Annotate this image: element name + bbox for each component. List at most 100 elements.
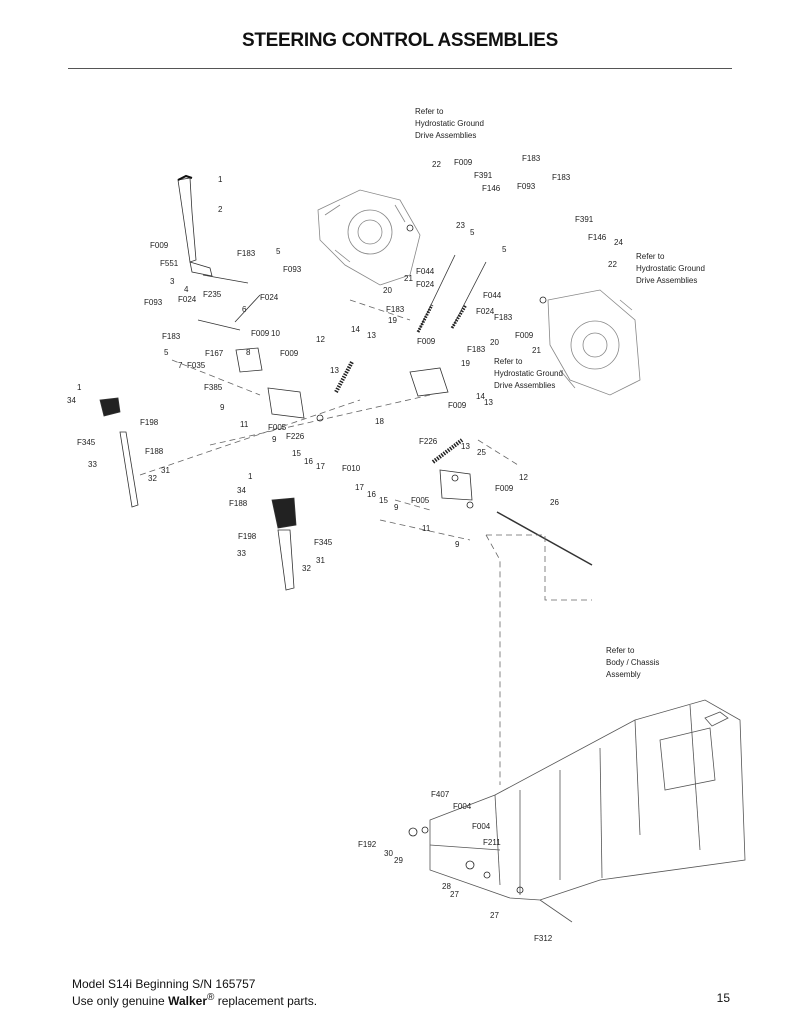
hardware-markers — [316, 224, 547, 894]
callout: 12 — [316, 335, 325, 344]
notice-suffix: replacement parts. — [214, 994, 318, 1008]
callout: F198 — [238, 532, 257, 541]
ref-line: Hydrostatic Ground — [415, 119, 484, 128]
callout: F391 — [575, 215, 594, 224]
callout: F226 — [286, 432, 305, 441]
callout: F009 — [280, 349, 299, 358]
callout: 17 — [316, 462, 325, 471]
callout: 15 — [292, 449, 301, 458]
ref-hydrostatic-mid: Refer to Hydrostatic Ground Drive Assemb… — [494, 357, 563, 390]
ref-line: Refer to — [415, 107, 444, 116]
callout: 31 — [316, 556, 325, 565]
callout: 1 — [77, 383, 82, 392]
callout: 7 — [178, 361, 183, 370]
diagram-artwork — [99, 174, 746, 923]
callout: F183 — [386, 305, 405, 314]
lap-bar-center — [271, 497, 297, 591]
callout: 20 — [383, 286, 392, 295]
callout: F183 — [237, 249, 256, 258]
callout: F035 — [187, 361, 206, 370]
callout: F312 — [534, 934, 553, 943]
ref-line: Hydrostatic Ground — [494, 369, 563, 378]
callout: F004 — [472, 822, 491, 831]
callout: 23 — [456, 221, 465, 230]
callout: 11 — [240, 420, 249, 429]
callout: F024 — [178, 295, 197, 304]
callout: 27 — [490, 911, 499, 920]
callout: 9 — [394, 503, 399, 512]
notice-prefix: Use only genuine — [72, 994, 169, 1008]
footer: Model S14i Beginning S/N 165757 Use only… — [72, 977, 317, 1008]
callout: 4 — [184, 285, 189, 294]
lap-bar-left — [99, 397, 139, 508]
callout: 6 — [242, 305, 247, 314]
callout: F188 — [229, 499, 248, 508]
callout: 22 — [432, 160, 441, 169]
callout: 13 — [461, 442, 470, 451]
callout: F044 — [416, 267, 435, 276]
callout: F407 — [431, 790, 450, 799]
callout: 11 — [422, 524, 431, 533]
registered-mark: ® — [206, 992, 215, 1003]
ref-line: Drive Assemblies — [636, 276, 697, 285]
ref-line: Drive Assemblies — [494, 381, 555, 390]
callout: 24 — [614, 238, 623, 247]
callout: F024 — [260, 293, 279, 302]
callout: F183 — [494, 313, 513, 322]
page-title: STEERING CONTROL ASSEMBLIES — [242, 30, 558, 51]
control-rods — [197, 254, 593, 566]
callout: 14 — [476, 392, 485, 401]
ref-hydrostatic-top: Refer to Hydrostatic Ground Drive Assemb… — [415, 107, 484, 140]
brand-name: Walker — [168, 994, 207, 1008]
callout: F044 — [483, 291, 502, 300]
callout: 16 — [304, 457, 313, 466]
ref-line: Drive Assemblies — [415, 131, 476, 140]
callout: F391 — [474, 171, 493, 180]
callout: F345 — [77, 438, 96, 447]
callout: F183 — [467, 345, 486, 354]
callout: 5 — [502, 245, 507, 254]
callout: 1 — [248, 472, 253, 481]
callout: F093 — [283, 265, 302, 274]
callout: 15 — [379, 496, 388, 505]
callout: F188 — [145, 447, 164, 456]
callout: F211 — [483, 838, 501, 847]
callout: 34 — [237, 486, 246, 495]
callout: 27 — [450, 890, 459, 899]
callout: 32 — [148, 474, 157, 483]
ref-line: Refer to — [606, 646, 635, 655]
callout: F024 — [416, 280, 435, 289]
callout: F183 — [552, 173, 571, 182]
callout: 21 — [404, 274, 413, 283]
callout: F226 — [419, 437, 438, 446]
ref-line: Refer to — [636, 252, 665, 261]
callout: F004 — [453, 802, 472, 811]
part-callouts: 1 2 F009 F551 3 4 F235 F183 5 F093 F024 … — [67, 154, 623, 943]
callout: F093 — [517, 182, 536, 191]
hydrostatic-drive-top — [317, 189, 421, 286]
callout: F010 — [342, 464, 361, 473]
callout: 2 — [218, 205, 223, 214]
callout: 32 — [302, 564, 311, 573]
steering-lever-left — [177, 174, 213, 277]
callout: F009 — [417, 337, 436, 346]
callout: 33 — [88, 460, 97, 469]
chassis-frame — [429, 699, 746, 923]
callout: 10 — [271, 329, 280, 338]
callout: F192 — [358, 840, 377, 849]
callout: F235 — [203, 290, 222, 299]
callout: 31 — [161, 466, 170, 475]
callout: 26 — [550, 498, 559, 507]
model-line: Model S14i Beginning S/N 165757 — [72, 977, 256, 991]
callout: F005 — [411, 496, 430, 505]
callout: 13 — [484, 398, 493, 407]
callout: F198 — [140, 418, 159, 427]
callout: F146 — [588, 233, 607, 242]
callout: 34 — [67, 396, 76, 405]
callout: 5 — [276, 247, 281, 256]
callout: F005 — [268, 423, 287, 432]
callout: 5 — [164, 348, 169, 357]
callout: 5 — [470, 228, 475, 237]
callout: F167 — [205, 349, 224, 358]
